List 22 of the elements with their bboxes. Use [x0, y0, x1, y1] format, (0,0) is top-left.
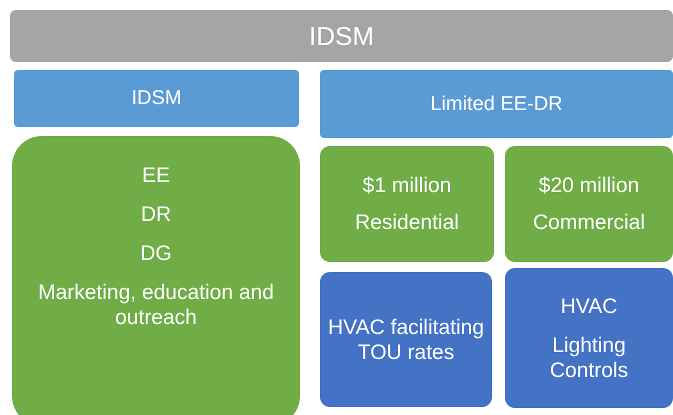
- item-text: $1 million: [362, 173, 452, 198]
- header-band: [10, 10, 673, 62]
- item-text: HVAC: [560, 294, 618, 318]
- item-text: DR: [140, 202, 172, 226]
- program-box: [505, 146, 673, 262]
- heading-text: IDSM: [132, 86, 182, 111]
- item-text: EE: [142, 162, 170, 188]
- item-text: Commercial: [532, 210, 645, 235]
- category-box: [14, 70, 299, 127]
- item-text: DG: [140, 240, 172, 266]
- category-box: [320, 70, 673, 138]
- measure-box: [505, 268, 673, 408]
- heading-text: IDSM: [309, 24, 374, 48]
- item-text: HVAC facilitating TOU rates: [328, 314, 484, 364]
- measure-box: [320, 272, 492, 407]
- item-text: $20 million: [538, 173, 640, 198]
- item-text: Marketing, education and outreach: [37, 280, 275, 330]
- item-text: Residential: [355, 210, 459, 235]
- program-box: [12, 136, 300, 415]
- program-box: [320, 146, 494, 262]
- item-text: Lighting Controls: [548, 332, 630, 382]
- heading-text: Limited EE-DR: [430, 92, 563, 116]
